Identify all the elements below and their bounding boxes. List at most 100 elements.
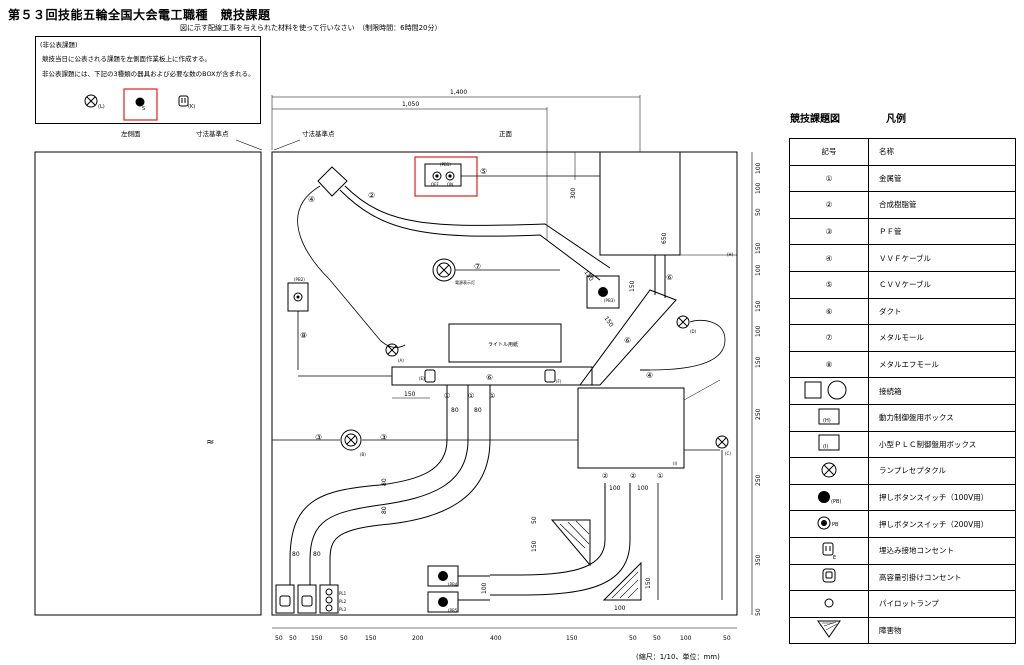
label-pb3: (PB3) — [604, 298, 615, 303]
conduit-1b: ① — [468, 392, 474, 400]
legend-name: ＶＶＦケーブル — [868, 244, 1016, 272]
junction-box-icons — [789, 377, 869, 405]
legend-name: パイロットランプ — [868, 590, 1016, 618]
label-off: OFF — [431, 182, 439, 187]
outlet-icon — [178, 95, 189, 107]
left-view-label: 左側面 — [121, 129, 141, 138]
notice-heading: (非公表課題) — [40, 41, 78, 49]
dim-80e: 80 — [292, 551, 300, 558]
legend-row: (PB)押しボタンスイッチ（100V用） — [789, 483, 1016, 512]
mold-8: ⑧ — [300, 331, 307, 340]
lamp-receptacle-icon — [84, 94, 98, 108]
title-board-label: ライトル用紙 — [488, 341, 518, 348]
label-pb1: (PB1) — [440, 162, 451, 167]
legend-row: 障害物 — [789, 616, 1016, 645]
svg-text:50: 50 — [723, 635, 731, 642]
label-a: (A) — [398, 358, 404, 363]
svg-text:50: 50 — [755, 208, 762, 216]
legend-symbol: ⑥ — [789, 297, 869, 326]
svg-text:100: 100 — [680, 635, 692, 642]
legend-name: 小型ＰＬＣ制御盤用ボックス — [868, 430, 1016, 459]
svg-text:100: 100 — [755, 182, 762, 194]
legend-name: ランプレセプタクル — [868, 457, 1016, 485]
label-d: (D) — [690, 329, 697, 334]
conduit-1d: ① — [657, 472, 663, 480]
dim-100c: 100 — [481, 582, 488, 594]
label-pb4: (PB4) — [448, 582, 459, 587]
legend-heading: 競技課題図 — [790, 114, 840, 125]
conduit-5: ⑤ — [480, 167, 487, 176]
label-pb5: (PB5) — [448, 608, 459, 613]
conduit-2: ② — [368, 191, 375, 200]
push-button-icon — [135, 97, 145, 107]
bottom-dims: 50 50 150 50 150 200 400 150 50 50 100 5… — [275, 635, 731, 642]
dim-650: 650 — [661, 232, 668, 244]
front-view-label: 正面 — [499, 130, 513, 138]
obstacle-1 — [550, 519, 591, 567]
right-dims: 100 100 50 150 100 150 100 150 250 250 3… — [755, 162, 762, 616]
conduit-2c: ② — [630, 472, 636, 480]
dim-150a: 150 — [582, 269, 594, 283]
dim-1400: 1,400 — [450, 89, 467, 96]
legend-col-name: 名称 — [868, 138, 1016, 166]
origin-left-label: 寸法基準点 — [196, 129, 229, 138]
svg-text:100: 100 — [755, 162, 762, 174]
legend-name: 動力制御盤用ボックス — [868, 403, 1016, 432]
svg-text:250: 250 — [755, 408, 762, 420]
plc-box — [577, 387, 685, 469]
legend-name: ＣＶＶケーブル — [868, 270, 1016, 299]
notice-icons: (L) S (K) — [84, 88, 195, 121]
svg-text:150: 150 — [755, 242, 762, 254]
dim-150b: 150 — [629, 280, 636, 292]
legend-row: (H)動力制御盤用ボックス — [789, 403, 1016, 432]
dim-1050: 1,050 — [402, 101, 419, 108]
highlight-frame — [123, 88, 158, 121]
svg-text:50: 50 — [755, 608, 762, 616]
svg-text:50: 50 — [275, 635, 283, 642]
label-e: (E) — [419, 376, 425, 381]
svg-text:150: 150 — [365, 635, 377, 642]
dim-150d: 150 — [404, 391, 416, 398]
origin-right-label: 寸法基準点 — [302, 129, 335, 138]
legend-name: 障害物 — [868, 616, 1016, 645]
conduit-1c: ① — [489, 392, 495, 400]
legend-symbol: ③ — [789, 217, 869, 246]
legend-row: 接続箱 — [789, 377, 1016, 405]
dim-150e: 150 — [531, 540, 538, 552]
dim-80b: 80 — [474, 407, 482, 414]
pilot-lamp-icon — [789, 590, 869, 618]
lamp-note: 電源表示灯 — [455, 279, 475, 285]
legend-name: メタルエフモール — [868, 350, 1016, 379]
page-subtitle: 図に示す配線工事を与えられた材料を使って行いなさい （制限時間：6時間20分） — [180, 24, 442, 32]
left-board — [34, 151, 262, 616]
mold-7: ⑦ — [474, 262, 481, 271]
legend-symbol: ② — [789, 191, 869, 219]
legend-heading-2: 凡例 — [886, 114, 906, 125]
svg-text:50: 50 — [653, 635, 661, 642]
legend-row: 高容量引掛けコンセント — [789, 563, 1016, 592]
page-title: 第５３回技能五輪全国大会電工職種 競技課題 — [8, 8, 271, 22]
break-mark: ≈ — [206, 437, 214, 448]
icon-label-s: S — [142, 106, 145, 112]
svg-text:100: 100 — [755, 325, 762, 337]
highlight-pb1 — [414, 156, 478, 197]
dim-100a: 100 — [609, 485, 621, 492]
legend-symbol: ⑤ — [789, 270, 869, 299]
label-pl1: PL1 — [339, 591, 347, 596]
lamp-receptacle-icon — [789, 457, 869, 485]
svg-text:50: 50 — [629, 635, 637, 642]
dim-80d: 80 — [381, 506, 388, 514]
grounded-outlet-icon: E — [789, 536, 869, 565]
push-button-200v-icon: PB — [789, 510, 869, 538]
legend-header-row: 記号 名称 — [789, 138, 1016, 166]
legend-name: 押しボタンスイッチ（200V用） — [868, 510, 1016, 538]
svg-text:250: 250 — [755, 474, 762, 486]
legend-name: 埋込み接地コンセント — [868, 536, 1016, 565]
